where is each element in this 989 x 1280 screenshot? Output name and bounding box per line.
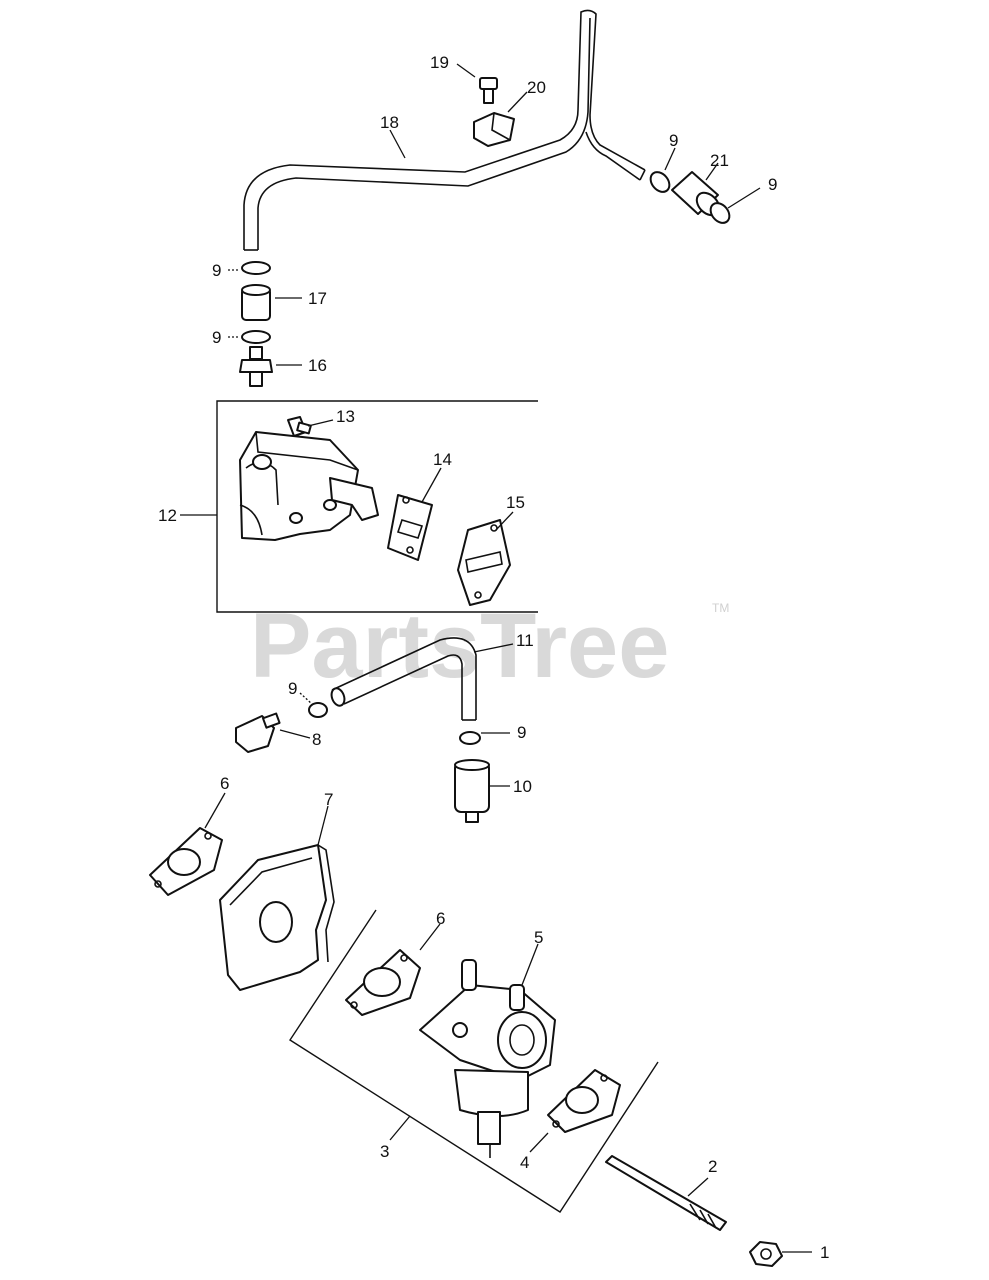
part-9-clamp-lower-left[interactable] bbox=[241, 330, 271, 344]
part-6-gasket-lower[interactable] bbox=[345, 949, 421, 1016]
part-15-plate[interactable] bbox=[457, 519, 511, 606]
leader-lines bbox=[180, 63, 812, 1253]
part-16-fitting[interactable] bbox=[239, 346, 273, 387]
part-9-clamp-top-right-a[interactable] bbox=[647, 168, 673, 195]
watermark: PartsTree TM bbox=[250, 595, 729, 697]
callout-4: 4 bbox=[520, 1153, 529, 1172]
part-9-clamp-mid-left[interactable] bbox=[308, 702, 328, 718]
part-13-screw[interactable] bbox=[287, 416, 312, 437]
watermark-trademark: TM bbox=[712, 601, 729, 615]
group-box-12 bbox=[216, 400, 538, 613]
callout-6-upper: 6 bbox=[220, 774, 229, 793]
callout-8: 8 bbox=[312, 730, 321, 749]
watermark-text: PartsTree bbox=[250, 595, 669, 697]
callout-17: 17 bbox=[308, 289, 327, 308]
part-2-stud[interactable] bbox=[605, 1155, 727, 1231]
part-9-clamp-upper-left[interactable] bbox=[241, 261, 271, 275]
callout-6-lower: 6 bbox=[436, 909, 445, 928]
callout-labels: 19 20 18 9 21 9 9 17 9 16 13 14 15 12 11… bbox=[158, 53, 829, 1262]
callout-12: 12 bbox=[158, 506, 177, 525]
part-19-screw[interactable] bbox=[479, 77, 498, 104]
part-6-gasket-upper[interactable] bbox=[149, 827, 223, 896]
callout-1: 1 bbox=[820, 1243, 829, 1262]
part-4-gasket[interactable] bbox=[547, 1069, 621, 1133]
callout-9-top-b: 9 bbox=[768, 175, 777, 194]
callout-20: 20 bbox=[527, 78, 546, 97]
callout-5: 5 bbox=[534, 928, 543, 947]
part-20-clamp[interactable] bbox=[473, 112, 515, 147]
callout-13: 13 bbox=[336, 407, 355, 426]
part-1-nut[interactable] bbox=[749, 1241, 783, 1267]
part-9-clamp-mid-right[interactable] bbox=[459, 731, 481, 745]
callout-9-left-b: 9 bbox=[212, 328, 221, 347]
callout-3: 3 bbox=[380, 1142, 389, 1161]
callout-9-mid-a: 9 bbox=[288, 679, 297, 698]
callout-2: 2 bbox=[708, 1157, 717, 1176]
callout-15: 15 bbox=[506, 493, 525, 512]
callout-9-left-a: 9 bbox=[212, 261, 221, 280]
callout-9-top-a: 9 bbox=[669, 131, 678, 150]
part-14-gasket[interactable] bbox=[387, 494, 433, 561]
part-8-elbow-fitting[interactable] bbox=[235, 712, 281, 753]
part-11-fuel-line[interactable] bbox=[329, 637, 477, 721]
part-12-fuel-pump[interactable] bbox=[239, 431, 379, 541]
part-9-clamp-top-right-b[interactable] bbox=[707, 199, 733, 226]
callout-14: 14 bbox=[433, 450, 452, 469]
callout-18: 18 bbox=[380, 113, 399, 132]
callout-10: 10 bbox=[513, 777, 532, 796]
callout-9-mid-b: 9 bbox=[517, 723, 526, 742]
callout-7: 7 bbox=[324, 790, 333, 809]
callout-11: 11 bbox=[516, 631, 534, 650]
part-17-fuel-filter-small[interactable] bbox=[241, 284, 271, 321]
part-18-fuel-line[interactable] bbox=[243, 9, 646, 251]
part-7-heat-shield[interactable] bbox=[219, 844, 335, 991]
group-box-3 bbox=[289, 909, 659, 1213]
callout-19: 19 bbox=[430, 53, 449, 72]
callout-21: 21 bbox=[710, 151, 729, 170]
part-5-carburetor[interactable] bbox=[419, 959, 556, 1158]
part-10-fuel-filter[interactable] bbox=[454, 759, 490, 823]
callout-16: 16 bbox=[308, 356, 327, 375]
